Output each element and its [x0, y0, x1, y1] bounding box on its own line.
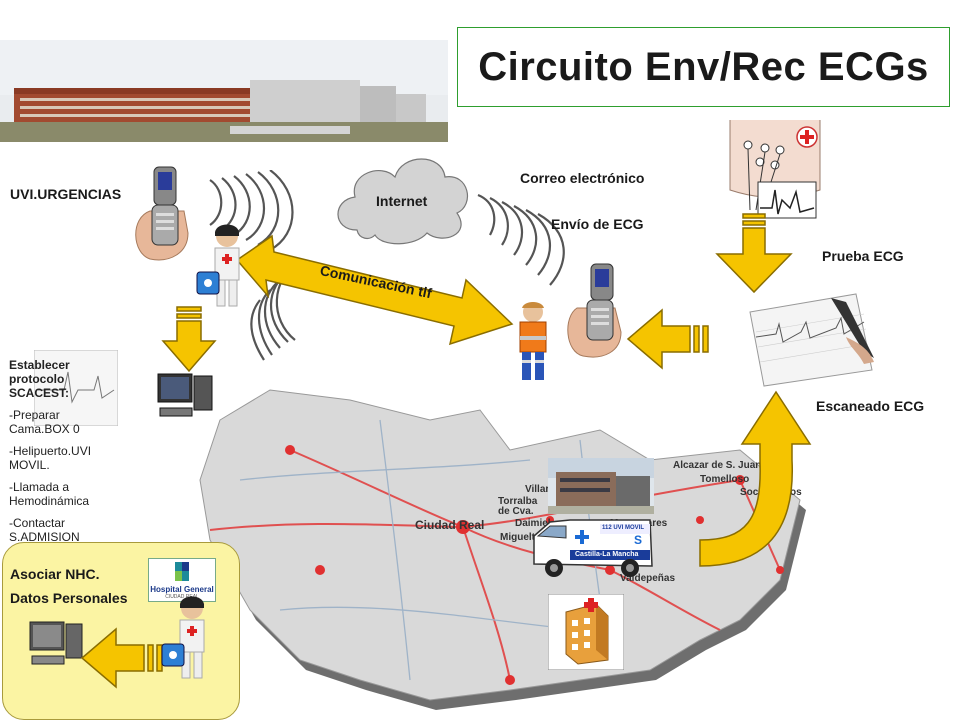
protocol-block: Establecer protocolo SCACEST: -Preparar …	[9, 358, 119, 544]
arrow-down-ecg	[715, 213, 793, 294]
page-title: Circuito Env/Rec ECGs	[478, 44, 929, 89]
doctor-figure-bottom	[161, 596, 205, 679]
protocol-item: -Helipuerto.UVI MOVIL.	[9, 444, 92, 472]
ambulance: S	[533, 519, 653, 577]
protocol-item: -Llamada a Hemodinámica	[9, 480, 90, 508]
ecg-test-label: Prueba ECG	[822, 248, 904, 264]
internet-label: Internet	[376, 193, 428, 209]
ecg-scan-label: Escaneado ECG	[816, 398, 925, 414]
signal-waves-right	[477, 193, 565, 286]
ambulance-text: Castilla-La Mancha	[575, 551, 639, 558]
map-city-label: Torralba de Cva.	[498, 496, 538, 517]
hospital-logo-subtext: CIUDAD REAL	[165, 594, 199, 600]
ambulance-badge: 112 UVI MOVIL	[602, 525, 645, 531]
hospital-logo-text: Hospital General	[150, 585, 214, 594]
arrow-left-to-phone	[626, 308, 709, 370]
email-label: Correo electrónico	[520, 170, 645, 186]
arrow-down-computer	[161, 306, 217, 373]
medical-cross-icon	[796, 126, 818, 148]
arrow-left-bottom	[80, 627, 163, 689]
map-city-label: Alcazar de S. Juan	[673, 460, 762, 471]
ecg-thumbnail	[34, 350, 118, 426]
personal-data-label: Datos Personales	[10, 590, 128, 606]
svg-text:S: S	[634, 533, 642, 547]
mobile-phone-hand-right	[567, 263, 622, 358]
title-box: Circuito Env/Rec ECGs	[457, 27, 950, 107]
computer-icon-bottom	[29, 621, 83, 665]
map-city-label: Daimiel	[515, 518, 551, 529]
internet-cloud	[337, 158, 468, 245]
computer-icon	[157, 373, 213, 417]
arrow-communication	[235, 234, 514, 346]
map-city-label: Ciudad Real	[415, 518, 485, 532]
arrow-curved-up	[699, 390, 812, 567]
map-city-label: Valdepeñas	[620, 573, 676, 584]
hospital-building-photo	[0, 40, 448, 142]
paramedic-figure	[519, 302, 547, 380]
doctor-figure-top	[196, 224, 240, 307]
uvi-urgencias-label: UVI.URGENCIAS	[10, 186, 122, 202]
ecg-scan-photo	[749, 293, 874, 387]
map-city-label: Miguelturra	[500, 532, 555, 543]
associate-nhc-label: Asociar NHC.	[10, 566, 100, 582]
hospital-logo: Hospital General CIUDAD REAL	[148, 558, 216, 602]
protocol-heading: Establecer protocolo SCACEST:	[9, 358, 70, 400]
ecg-send-label: Envío de ECG	[551, 216, 644, 232]
protocol-item: -Preparar Cama.BOX 0	[9, 408, 80, 436]
health-center-photo	[548, 458, 654, 514]
hospital-logo-icon	[175, 562, 189, 581]
map-city-label: Tomelloso	[700, 474, 750, 485]
protocol-item: -Contactar S.ADMISION	[9, 516, 80, 544]
mobile-phone-hand-left	[135, 166, 189, 261]
hospital-building-icon	[548, 594, 624, 670]
